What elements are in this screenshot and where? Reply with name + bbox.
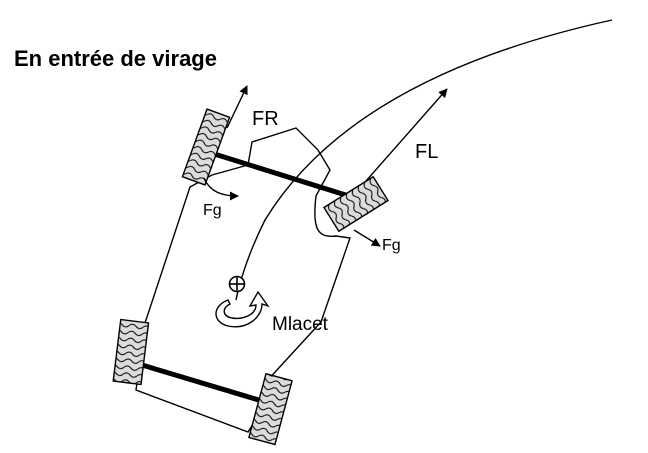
page-title: En entrée de virage (14, 46, 217, 71)
fr-force-arrow (226, 85, 248, 129)
fl-force-arrow (365, 88, 448, 182)
trajectory-curve (235, 19, 613, 301)
fg-left-label: Fg (203, 202, 222, 219)
front-axle (207, 149, 353, 200)
rear-left-tire (248, 372, 293, 446)
fg-right-label: Fg (382, 237, 401, 254)
rear-axle (131, 359, 273, 407)
fg-right-arrow (353, 229, 381, 247)
rear-right-tire (112, 318, 150, 386)
fr-label: FR (252, 108, 279, 130)
fl-label: FL (415, 141, 438, 163)
fg-left-arrow (203, 177, 239, 201)
front-right-tire (181, 108, 231, 186)
circle-plus-icon (228, 275, 246, 293)
front-left-tire (323, 175, 389, 233)
curved-arrow-icon (215, 290, 270, 328)
yaw-moment-label: Mlacet (272, 314, 329, 335)
